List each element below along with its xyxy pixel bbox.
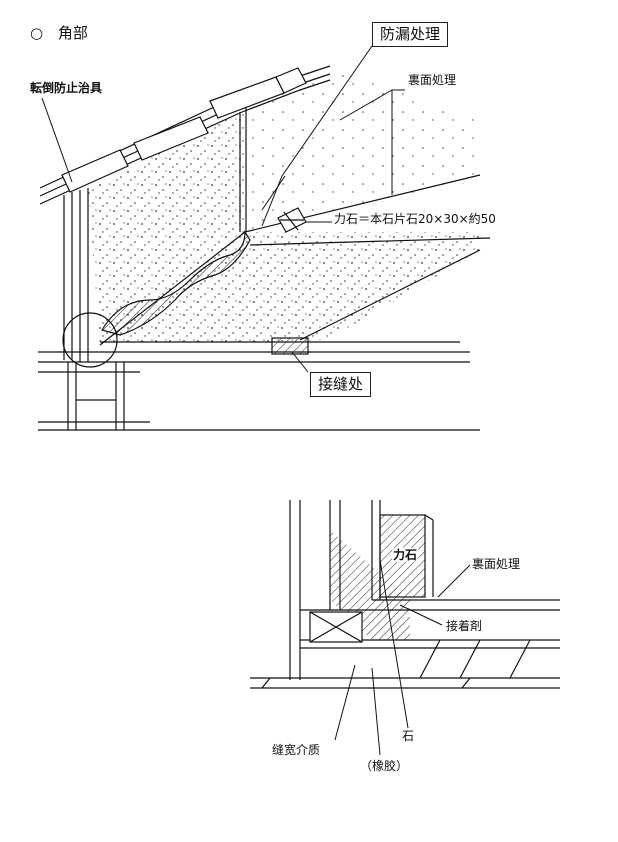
label-joint: 接缝处 bbox=[310, 372, 372, 397]
section-heading: ○ 角部 bbox=[30, 26, 88, 41]
label-anti-tip-jig: 転倒防止治具 bbox=[30, 81, 103, 95]
joint-gap bbox=[271, 337, 309, 355]
back-wall-face bbox=[245, 68, 480, 232]
label-adhesive: 接着剤 bbox=[446, 619, 483, 633]
detail-section-diagram bbox=[250, 500, 560, 756]
label-force-stone-spec: 力石＝本石片石20×30×約50 bbox=[334, 212, 496, 226]
anti-tip-jig-1 bbox=[61, 149, 129, 193]
label-stone: 石 bbox=[402, 729, 415, 743]
label-back-treatment-top: 裏面処理 bbox=[408, 73, 457, 87]
corner-detail-circle bbox=[62, 312, 118, 368]
label-back-treatment-detail: 裏面処理 bbox=[472, 557, 521, 571]
label-joint-medium: 缝宽介质 bbox=[272, 743, 321, 757]
top-isometric-diagram bbox=[38, 45, 491, 431]
floor-face bbox=[100, 232, 480, 345]
label-leak-prevention: 防漏处理 bbox=[372, 22, 449, 47]
label-rubber: （橡胶） bbox=[360, 759, 409, 773]
wall-face bbox=[88, 108, 245, 345]
circle-marker: ○ bbox=[30, 24, 44, 42]
sealant-band bbox=[101, 229, 251, 336]
section-title: 角部 bbox=[57, 24, 88, 42]
anti-tip-jig-2 bbox=[133, 116, 209, 161]
label-detail-force-stone: 力石 bbox=[392, 548, 419, 562]
